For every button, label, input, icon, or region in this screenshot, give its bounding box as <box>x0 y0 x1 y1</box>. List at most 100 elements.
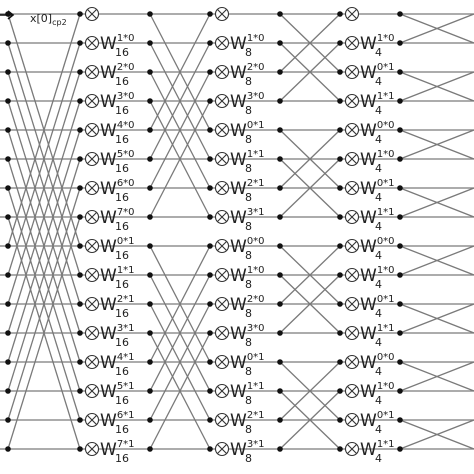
node-dot <box>397 272 403 278</box>
multiplier-icon <box>344 238 360 254</box>
node-dot <box>77 417 83 423</box>
multiplier-icon <box>84 354 100 370</box>
node-dot <box>5 185 11 191</box>
node-dot <box>337 388 343 394</box>
stage3-butterfly-cross <box>279 245 341 305</box>
multiplier-icon <box>214 325 230 341</box>
node-dot <box>337 214 343 220</box>
multiplier-icon <box>214 238 230 254</box>
node-dot <box>207 127 213 133</box>
stage4-butterfly-cross <box>399 245 474 276</box>
node-dot <box>5 446 11 452</box>
node-dot <box>277 359 283 365</box>
node-dot <box>147 98 153 104</box>
node-dot <box>147 243 153 249</box>
stage2-butterfly-cross <box>149 245 211 363</box>
multiplier-icon <box>344 64 360 80</box>
node-dot <box>147 388 153 394</box>
node-dot <box>147 417 153 423</box>
multiplier-icon <box>214 151 230 167</box>
stage2-butterfly-cross <box>149 13 211 131</box>
node-dot <box>5 40 11 46</box>
multiplier-icon <box>214 296 230 312</box>
node-dot <box>207 98 213 104</box>
stage3-butterfly-cross <box>279 42 341 102</box>
node-dot <box>337 185 343 191</box>
stage2-butterfly-cross <box>149 100 211 218</box>
node-dot <box>5 214 11 220</box>
multiplier-icon <box>344 93 360 109</box>
node-dot <box>277 446 283 452</box>
node-dot <box>277 11 283 17</box>
stage1-butterfly-cross <box>7 42 81 276</box>
node-dot <box>147 69 153 75</box>
node-dot <box>207 301 213 307</box>
stage4-butterfly-cross <box>399 187 474 218</box>
multiplier-icon <box>344 180 360 196</box>
node-dot <box>77 301 83 307</box>
node-dot <box>77 40 83 46</box>
node-dot <box>397 446 403 452</box>
multiplier-icon <box>344 383 360 399</box>
node-dot <box>147 272 153 278</box>
node-dot <box>337 446 343 452</box>
node-dot <box>147 446 153 452</box>
multiplier-icon <box>84 180 100 196</box>
multiplier-icon <box>344 122 360 138</box>
multiplier-icon <box>214 180 230 196</box>
node-dot <box>207 272 213 278</box>
multiplier-icon <box>214 354 230 370</box>
node-dot <box>5 272 11 278</box>
node-dot <box>337 301 343 307</box>
node-dot <box>207 156 213 162</box>
node-dot <box>397 185 403 191</box>
stage1-butterfly-cross <box>7 216 81 450</box>
input-label: x[0] <box>30 12 52 25</box>
node-dot <box>147 156 153 162</box>
multiplier-icon <box>344 209 360 225</box>
node-dot <box>5 301 11 307</box>
multiplier-icon <box>84 238 100 254</box>
node-dot <box>77 243 83 249</box>
node-dot <box>147 11 153 17</box>
stage1-butterfly-cross <box>7 158 81 392</box>
node-dot <box>207 243 213 249</box>
node-dot <box>77 98 83 104</box>
node-dot <box>147 214 153 220</box>
signal-lines-layer <box>0 13 474 450</box>
node-dot <box>277 69 283 75</box>
node-dot <box>77 388 83 394</box>
node-dot <box>207 185 213 191</box>
multiplier-icon <box>214 412 230 428</box>
stage4-butterfly-cross <box>399 419 474 450</box>
multiplier-icon <box>84 151 100 167</box>
node-dot <box>207 11 213 17</box>
node-dot <box>397 330 403 336</box>
stage4-butterfly-cross <box>399 303 474 334</box>
multiplier-icon <box>214 383 230 399</box>
stage1-butterfly-cross <box>7 71 81 305</box>
node-dot <box>277 98 283 104</box>
node-dot <box>397 40 403 46</box>
stage4-butterfly-cross <box>399 13 474 44</box>
